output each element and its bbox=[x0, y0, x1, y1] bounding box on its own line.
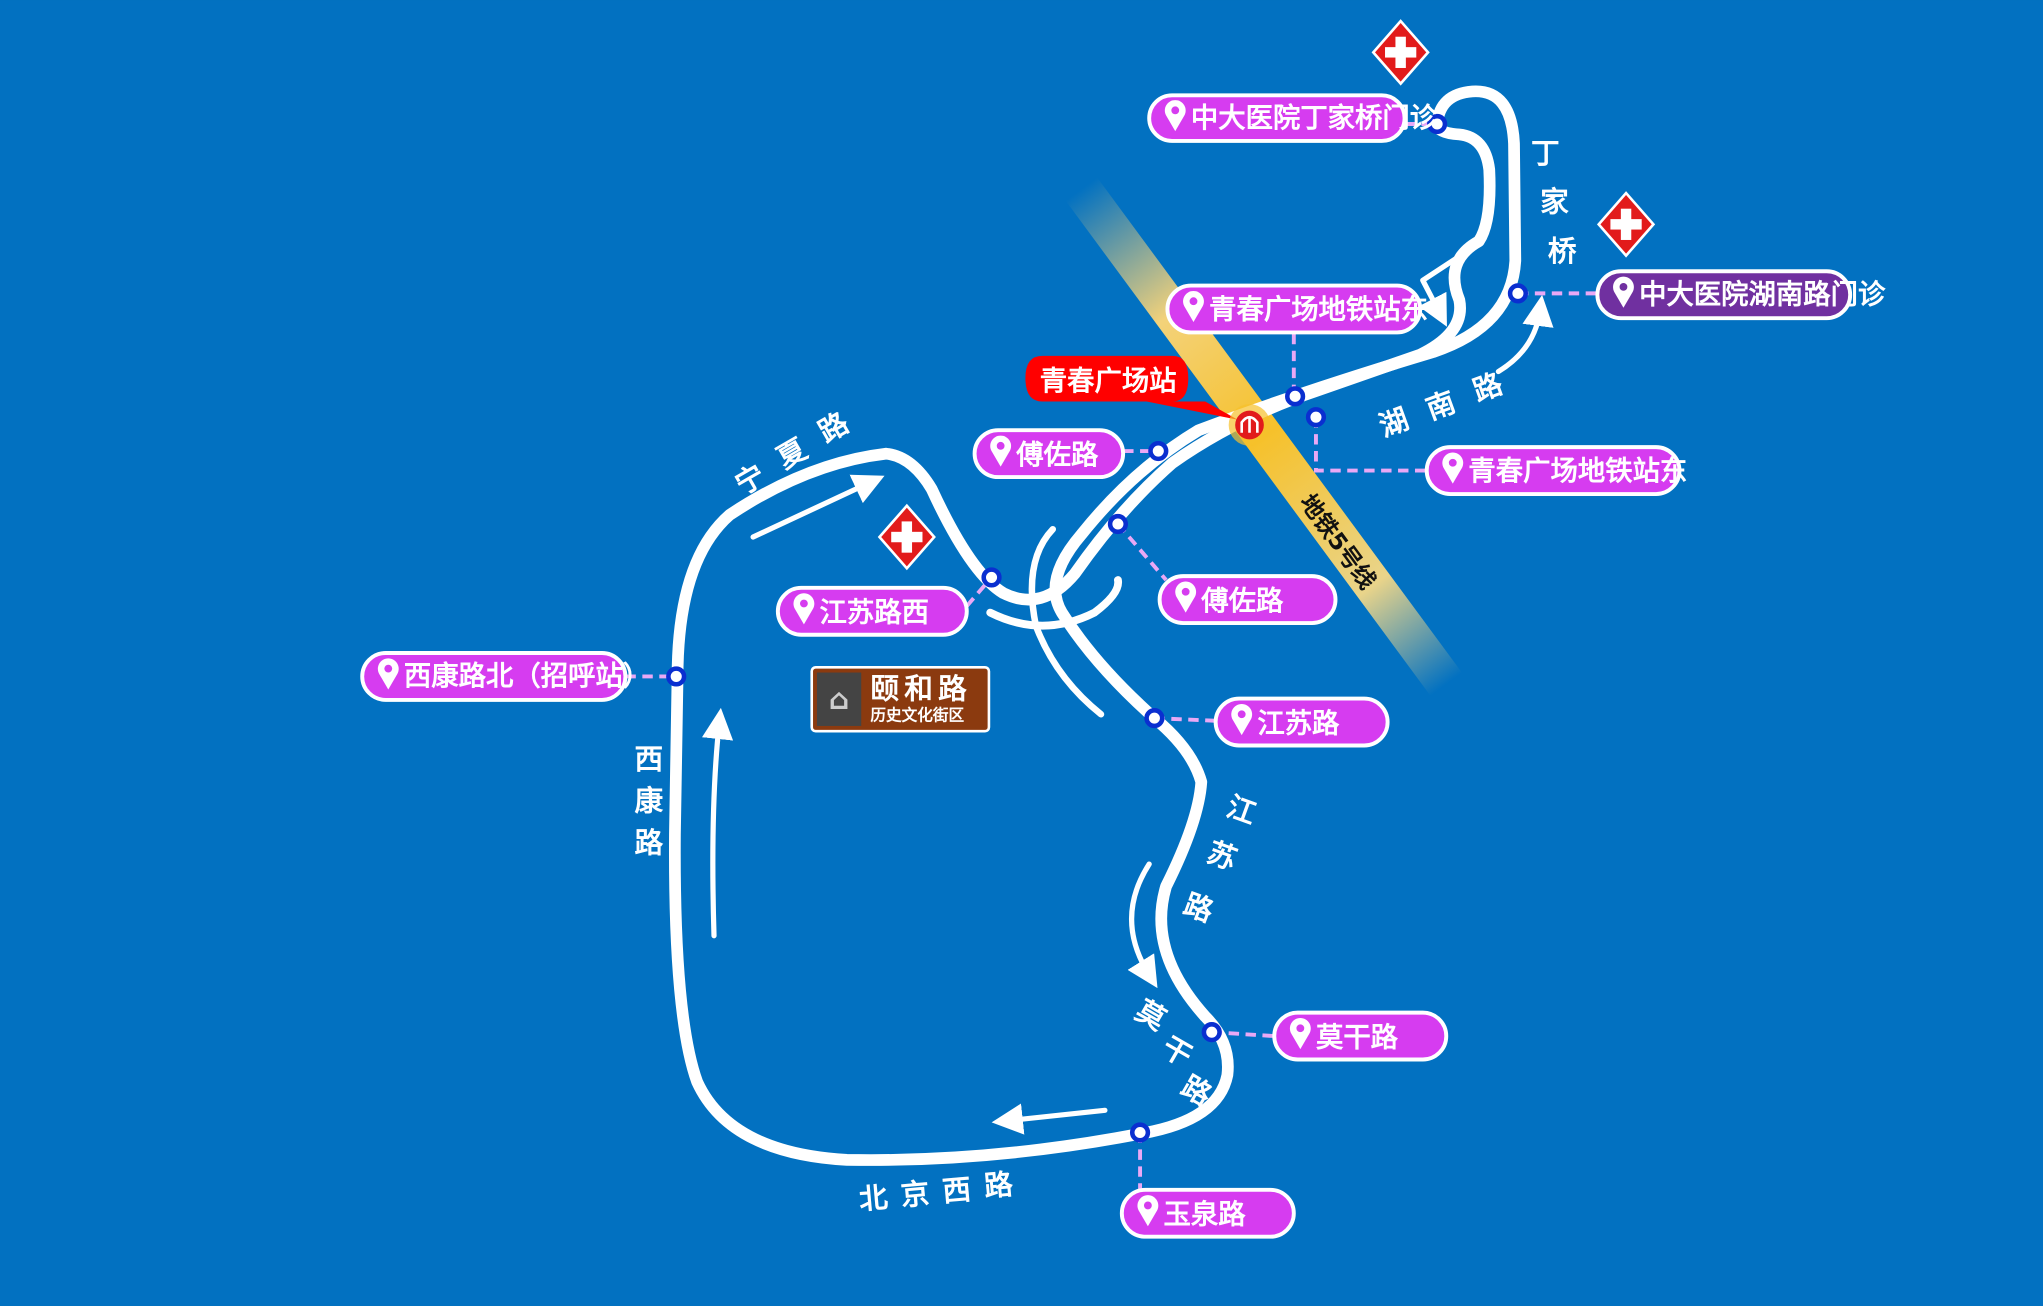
heritage-subtitle: 历史文化街区 bbox=[870, 706, 964, 725]
stop-label-stop[interactable]: 江苏路西 bbox=[775, 585, 969, 637]
svg-text:⌂: ⌂ bbox=[829, 682, 850, 716]
route-inner bbox=[671, 118, 1496, 684]
location-pin-icon bbox=[1442, 452, 1464, 484]
road-name-xikang: 路 bbox=[635, 825, 664, 859]
stop-dot[interactable] bbox=[1129, 1122, 1151, 1143]
stop-label-stop[interactable]: 玉泉路 bbox=[1119, 1187, 1296, 1239]
stop-name: 傅佐路 bbox=[1015, 439, 1099, 471]
stop-name: 江苏路西 bbox=[820, 597, 929, 629]
metro-station-name: 青春广场站 bbox=[1040, 366, 1177, 397]
road-name-beijingxi: 北 bbox=[858, 1180, 890, 1216]
location-pin-icon bbox=[1613, 276, 1634, 308]
stop-pill bbox=[1424, 445, 1682, 496]
stop-dot[interactable] bbox=[1144, 708, 1165, 729]
hospital-icon bbox=[877, 503, 936, 571]
stop-pill bbox=[972, 428, 1126, 480]
stop-dot[interactable] bbox=[1427, 113, 1448, 135]
road-name-dingjiaqiao: 桥 bbox=[1548, 234, 1577, 268]
stop-name: 青春广场地铁站东 bbox=[1209, 293, 1428, 325]
road-name-xikang: 康 bbox=[635, 784, 664, 818]
stop-pill bbox=[1119, 1187, 1296, 1239]
stop-label-stop[interactable]: 莫干路 bbox=[1272, 1010, 1449, 1062]
road-name-dingjiaqiao: 丁 bbox=[1531, 136, 1560, 170]
location-pin-icon bbox=[1164, 100, 1186, 132]
metro-station-label[interactable]: 青春广场站 bbox=[1025, 355, 1238, 420]
location-pin-icon bbox=[1183, 290, 1204, 323]
stop-name: 中大医院丁家桥门诊 bbox=[1191, 102, 1438, 134]
stop-name: 江苏路 bbox=[1257, 707, 1340, 739]
stop-label-hospital[interactable]: 中大医院湖南路门诊 bbox=[1595, 269, 1886, 321]
road-name-beijingxi: 路 bbox=[983, 1167, 1015, 1203]
heritage-logo-icon bbox=[816, 672, 862, 726]
location-pin-icon bbox=[1289, 1017, 1311, 1050]
heritage-title: 颐和路 bbox=[870, 672, 972, 706]
route-connector bbox=[1028, 525, 1105, 718]
stop-label-stop[interactable]: 中大医院丁家桥门诊 bbox=[1147, 93, 1438, 143]
stop-pill bbox=[1272, 1010, 1449, 1062]
location-pin-icon bbox=[1175, 581, 1197, 613]
hospital-icon bbox=[1596, 191, 1656, 258]
stop-pill bbox=[1165, 283, 1423, 335]
stop-label-stop[interactable]: 傅佐路 bbox=[1157, 574, 1338, 625]
stop-dot[interactable] bbox=[1305, 407, 1327, 428]
stop-label-stop[interactable]: 青春广场地铁站东 bbox=[1165, 283, 1428, 335]
stop-dot[interactable] bbox=[1285, 386, 1306, 407]
stop-dot[interactable] bbox=[1107, 513, 1129, 535]
direction-arrow-icon bbox=[750, 474, 885, 540]
road-name-beijingxi: 京 bbox=[899, 1176, 931, 1212]
stop-dot[interactable] bbox=[1201, 1022, 1222, 1043]
stop-name: 青春广场地铁站东 bbox=[1468, 455, 1687, 487]
stop-label-stop[interactable]: 青春广场地铁站东 bbox=[1424, 445, 1688, 496]
stop-pill bbox=[1147, 93, 1407, 143]
stop-name: 西康路北（招呼站） bbox=[404, 660, 650, 692]
metro-logo-icon bbox=[1228, 404, 1271, 446]
stop-label-stop[interactable]: 江苏路 bbox=[1213, 696, 1390, 748]
heritage-district-sign[interactable]: ⌂ 颐和路 历史文化街区 bbox=[810, 666, 991, 733]
stop-dot[interactable] bbox=[1148, 440, 1169, 462]
stop-pill bbox=[775, 585, 969, 637]
direction-arrow-icon bbox=[1418, 245, 1475, 327]
route-connector bbox=[986, 576, 1123, 630]
direction-arrow-icon bbox=[702, 707, 734, 939]
road-name-dingjiaqiao: 家 bbox=[1540, 184, 1569, 218]
stop-dot[interactable] bbox=[1507, 283, 1529, 304]
stop-pill bbox=[1213, 696, 1390, 748]
stop-label-stop[interactable]: 傅佐路 bbox=[972, 428, 1126, 480]
stop-name: 玉泉路 bbox=[1164, 1199, 1247, 1231]
stop-pill bbox=[360, 651, 628, 702]
location-pin-icon bbox=[793, 593, 815, 625]
location-pin-icon bbox=[1231, 703, 1253, 736]
direction-arrow-icon bbox=[1495, 294, 1554, 375]
stop-dot[interactable] bbox=[981, 567, 1002, 588]
direction-arrow-icon bbox=[1127, 861, 1158, 989]
hospital-icon bbox=[1371, 19, 1430, 86]
stop-dot[interactable] bbox=[666, 666, 687, 687]
stop-name: 中大医院湖南路门诊 bbox=[1639, 279, 1886, 311]
stop-pill bbox=[1595, 269, 1853, 321]
location-pin-icon bbox=[1137, 1195, 1159, 1227]
location-pin-icon bbox=[990, 435, 1012, 467]
road-name-beijingxi: 西 bbox=[941, 1172, 973, 1208]
stop-pill bbox=[1157, 574, 1338, 625]
road-name-xikang: 西 bbox=[635, 742, 664, 776]
stop-name: 莫干路 bbox=[1316, 1021, 1399, 1053]
location-pin-icon bbox=[377, 658, 399, 690]
direction-arrow-icon bbox=[991, 1103, 1108, 1135]
stop-label-stop[interactable]: 西康路北（招呼站） bbox=[360, 651, 650, 702]
stop-name: 傅佐路 bbox=[1200, 585, 1284, 617]
